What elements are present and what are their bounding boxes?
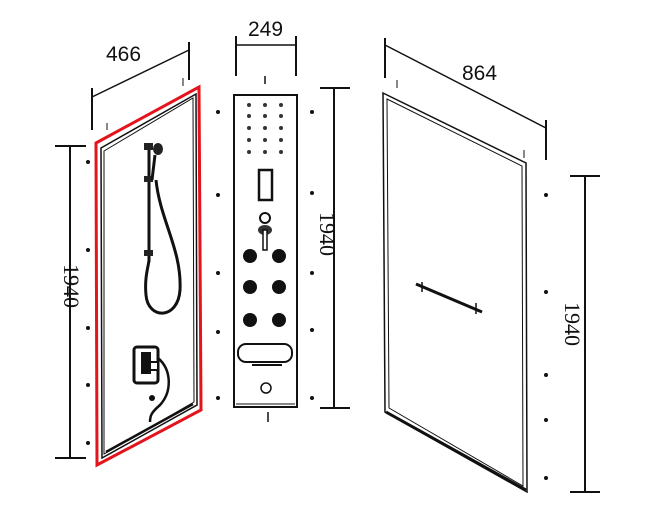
body-jets-icon — [243, 249, 286, 327]
left-side-panel: 466 1940 — [55, 42, 220, 468]
center-shower-column: 249 1940 — [233, 18, 350, 422]
width-label: 864 — [462, 62, 497, 85]
height-label: 1940 — [59, 264, 84, 308]
mounting-points — [86, 110, 220, 445]
mounting-points — [310, 110, 314, 400]
width-dimension-864: 864 — [384, 38, 547, 160]
display-screen-icon — [257, 168, 274, 202]
height-dimension-left: 1940 — [55, 145, 86, 459]
height-label: 1940 — [560, 302, 585, 346]
right-glass-panel: 864 1940 — [382, 38, 600, 494]
width-label: 249 — [248, 18, 283, 41]
shelf-icon — [237, 343, 293, 363]
height-dimension-center: 1940 — [315, 87, 350, 409]
door-handle-icon — [415, 282, 483, 314]
thermostat-control-icon — [132, 345, 170, 423]
hand-shower-icon — [144, 143, 182, 315]
spout-icon — [260, 382, 272, 394]
rain-nozzles-icon — [247, 103, 283, 154]
highlight-outline — [94, 84, 203, 468]
width-dimension-249: 249 — [235, 18, 297, 76]
mounting-points — [544, 193, 548, 480]
height-dimension-right: 1940 — [560, 175, 600, 493]
width-label: 466 — [106, 43, 141, 66]
height-label: 1940 — [315, 212, 340, 256]
mixer-valve-icon — [258, 212, 272, 251]
width-dimension-466: 466 — [91, 42, 190, 130]
